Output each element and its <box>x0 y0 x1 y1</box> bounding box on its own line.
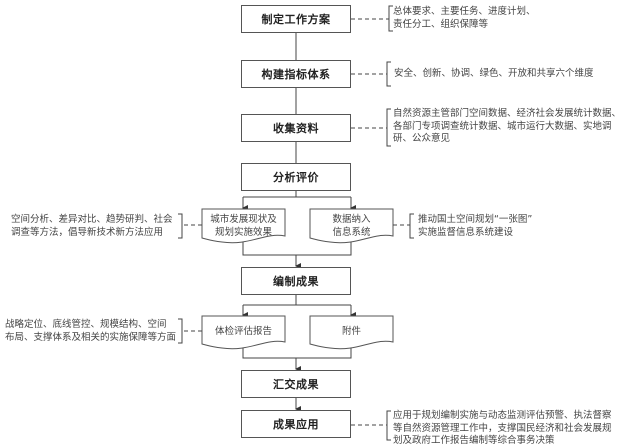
note-apply: 应用于规划编制实施与动态监测评估预警、执法督察 等自然资源管理工作中，支撑国民经… <box>393 410 612 448</box>
note-line: 调查等方法，倡导新技术新方法应用 <box>11 226 164 238</box>
doc-infosys: 数据纳入信息系统 <box>310 209 393 241</box>
connector-docs-merge-2 <box>242 346 352 359</box>
doc-infosys-line: 数据纳入 <box>332 214 371 225</box>
note-status: 空间分析、差异对比、趋势研判、社会 调查等方法，倡导新技术新方法应用 <box>11 214 173 239</box>
bracket-indicators <box>386 61 391 87</box>
note-infosys: 推动国土空间规划“一张图” 实施监督信息系统建设 <box>418 214 532 239</box>
note-line: 划及政府工作报告编制等综合事务决策 <box>393 435 555 446</box>
step-apply-label: 成果应用 <box>273 418 319 431</box>
note-line: 安全、创新、协调、绿色、开放和共享六个维度 <box>394 68 594 79</box>
step-submit-label: 汇交成果 <box>273 378 319 391</box>
note-indicators: 安全、创新、协调、绿色、开放和共享六个维度 <box>394 68 594 81</box>
note-line: 责任分工、组织保障等 <box>393 18 489 30</box>
step-collect-label: 收集资料 <box>273 122 319 135</box>
doc-shape-annex <box>309 315 394 350</box>
bracket-plan <box>388 5 393 32</box>
step-compile: 编制成果 <box>241 267 351 295</box>
step-indicators-label: 构建指标体系 <box>261 68 331 81</box>
doc-annex: 附件 <box>310 316 393 346</box>
note-line: 应用于规划编制实施与动态监测评估预警、执法督察 <box>393 410 612 421</box>
step-analyze-label: 分析评价 <box>273 171 319 184</box>
note-report: 战略定位、底线管控、规模结构、空间 布局、支撑体系及相关的实施保障等方面 <box>5 319 176 344</box>
doc-status-line: 城市发展现状及 <box>210 214 277 225</box>
note-line: 空间分析、差异对比、趋势研判、社会 <box>11 214 173 225</box>
note-line: 自然资源主管部门空间数据、经济社会发展统计数据、 <box>393 108 622 119</box>
bracket-apply <box>386 410 391 441</box>
doc-report-line: 体检评估报告 <box>214 326 272 337</box>
step-compile-label: 编制成果 <box>273 275 319 288</box>
doc-status: 城市发展现状及规划实施效果 <box>202 209 285 241</box>
step-submit: 汇交成果 <box>241 370 351 398</box>
note-line: 研、公众意见 <box>393 133 451 144</box>
connector-analyze-split <box>243 191 351 198</box>
bracket-status <box>178 213 183 239</box>
note-line: 推动国土空间规划“一张图” <box>418 214 533 225</box>
connector-docs-merge-1 <box>242 240 352 256</box>
bracket-infosys <box>409 213 414 239</box>
step-indicators: 构建指标体系 <box>241 60 351 88</box>
step-plan-label: 制定工作方案 <box>261 13 331 26</box>
note-line: 等自然资源管理工作中，支撑国民经济和社会发展规 <box>393 422 612 434</box>
bracket-report <box>178 318 183 344</box>
note-line: 战略定位、底线管控、规模结构、空间 <box>5 319 167 330</box>
note-collect: 自然资源主管部门空间数据、经济社会发展统计数据、 各部门专项调查统计数据、城市运… <box>393 108 621 146</box>
doc-infosys-line: 信息系统 <box>332 227 371 238</box>
bracket-collect <box>386 108 391 147</box>
doc-annex-line: 附件 <box>341 326 361 337</box>
step-analyze: 分析评价 <box>241 163 351 191</box>
step-plan: 制定工作方案 <box>241 5 351 33</box>
step-apply: 成果应用 <box>241 410 351 438</box>
note-line: 实施监督信息系统建设 <box>418 226 514 238</box>
doc-shape-report <box>201 315 286 350</box>
note-plan: 总体要求、主要任务、进度计划、 责任分工、组织保障等 <box>393 6 536 31</box>
doc-status-line: 规划实施效果 <box>214 227 272 238</box>
note-line: 各部门专项调查统计数据、城市运行大数据、实地调 <box>393 120 612 132</box>
step-collect: 收集资料 <box>241 114 351 142</box>
doc-shape-infosys <box>309 208 394 244</box>
note-line: 布局、支撑体系及相关的实施保障等方面 <box>5 331 177 343</box>
doc-report: 体检评估报告 <box>202 316 285 346</box>
doc-shape-status <box>201 208 286 244</box>
note-line: 总体要求、主要任务、进度计划、 <box>393 6 536 17</box>
connector-compile-split <box>243 295 351 306</box>
